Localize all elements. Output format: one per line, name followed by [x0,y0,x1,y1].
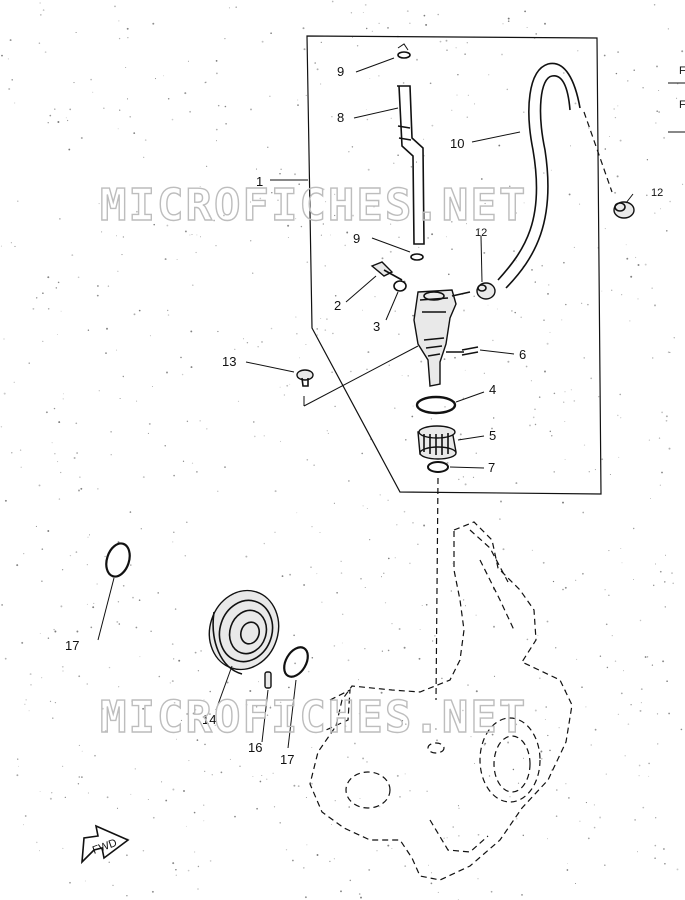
engine-case-cover [309,521,573,881]
callout-7: 7 [488,460,495,475]
leader-lines [97,57,634,749]
watermark-bottom: MICROFICHES.NET [100,692,527,743]
pin-part-6 [461,346,479,356]
callout-1: 1 [256,174,263,189]
callout-10: 10 [450,136,464,151]
corner-mark-top: F [679,65,685,77]
watermark-top: MICROFICHES.NET [100,180,527,231]
corner-mark-bottom: F [679,99,685,111]
cap-part-12-right [613,201,635,219]
callout-3: 3 [373,319,380,334]
callout-12-right: 12 [651,187,663,199]
gear-part-5 [417,425,457,460]
callout-17-left: 17 [65,638,79,653]
assembly-axis-line [435,477,439,701]
forward-direction-marker: FWD [81,824,130,865]
hose-part-10 [497,62,613,289]
callout-16: 16 [248,740,262,755]
o-ring-part-4 [415,395,457,415]
clip-part-9-top [397,43,411,59]
callout-2: 2 [334,298,341,313]
ring-part-17-upper [105,542,131,578]
corner-marks: F F [668,65,685,133]
circlip-part-7 [427,461,449,473]
clip-part-9-lower [410,253,424,261]
callout-5: 5 [489,428,496,443]
key-part-16 [264,671,272,689]
fuel-cock-body [413,289,471,387]
callout-13: 13 [222,354,236,369]
callout-12-center: 12 [475,227,487,239]
callout-8: 8 [337,110,344,125]
washer-part-3 [393,280,407,292]
bolt-part-2 [370,261,403,281]
cap-part-12-center [476,282,496,300]
screw-part-13 [296,345,419,407]
callout-4: 4 [489,382,496,397]
callouts: 9 8 10 1 12 9 12 2 3 13 6 4 5 7 17 14 16… [65,64,663,767]
callout-9-lower: 9 [353,231,360,246]
callout-9-top: 9 [337,64,344,79]
ring-part-17-lower [283,646,309,678]
fwd-label: FWD [91,837,119,857]
callout-6: 6 [519,347,526,362]
assembly-outline [306,35,602,495]
pulley-part-14 [208,589,280,675]
hose-part-8 [397,85,425,245]
callout-14: 14 [202,712,216,727]
callout-17-lower: 17 [280,752,294,767]
